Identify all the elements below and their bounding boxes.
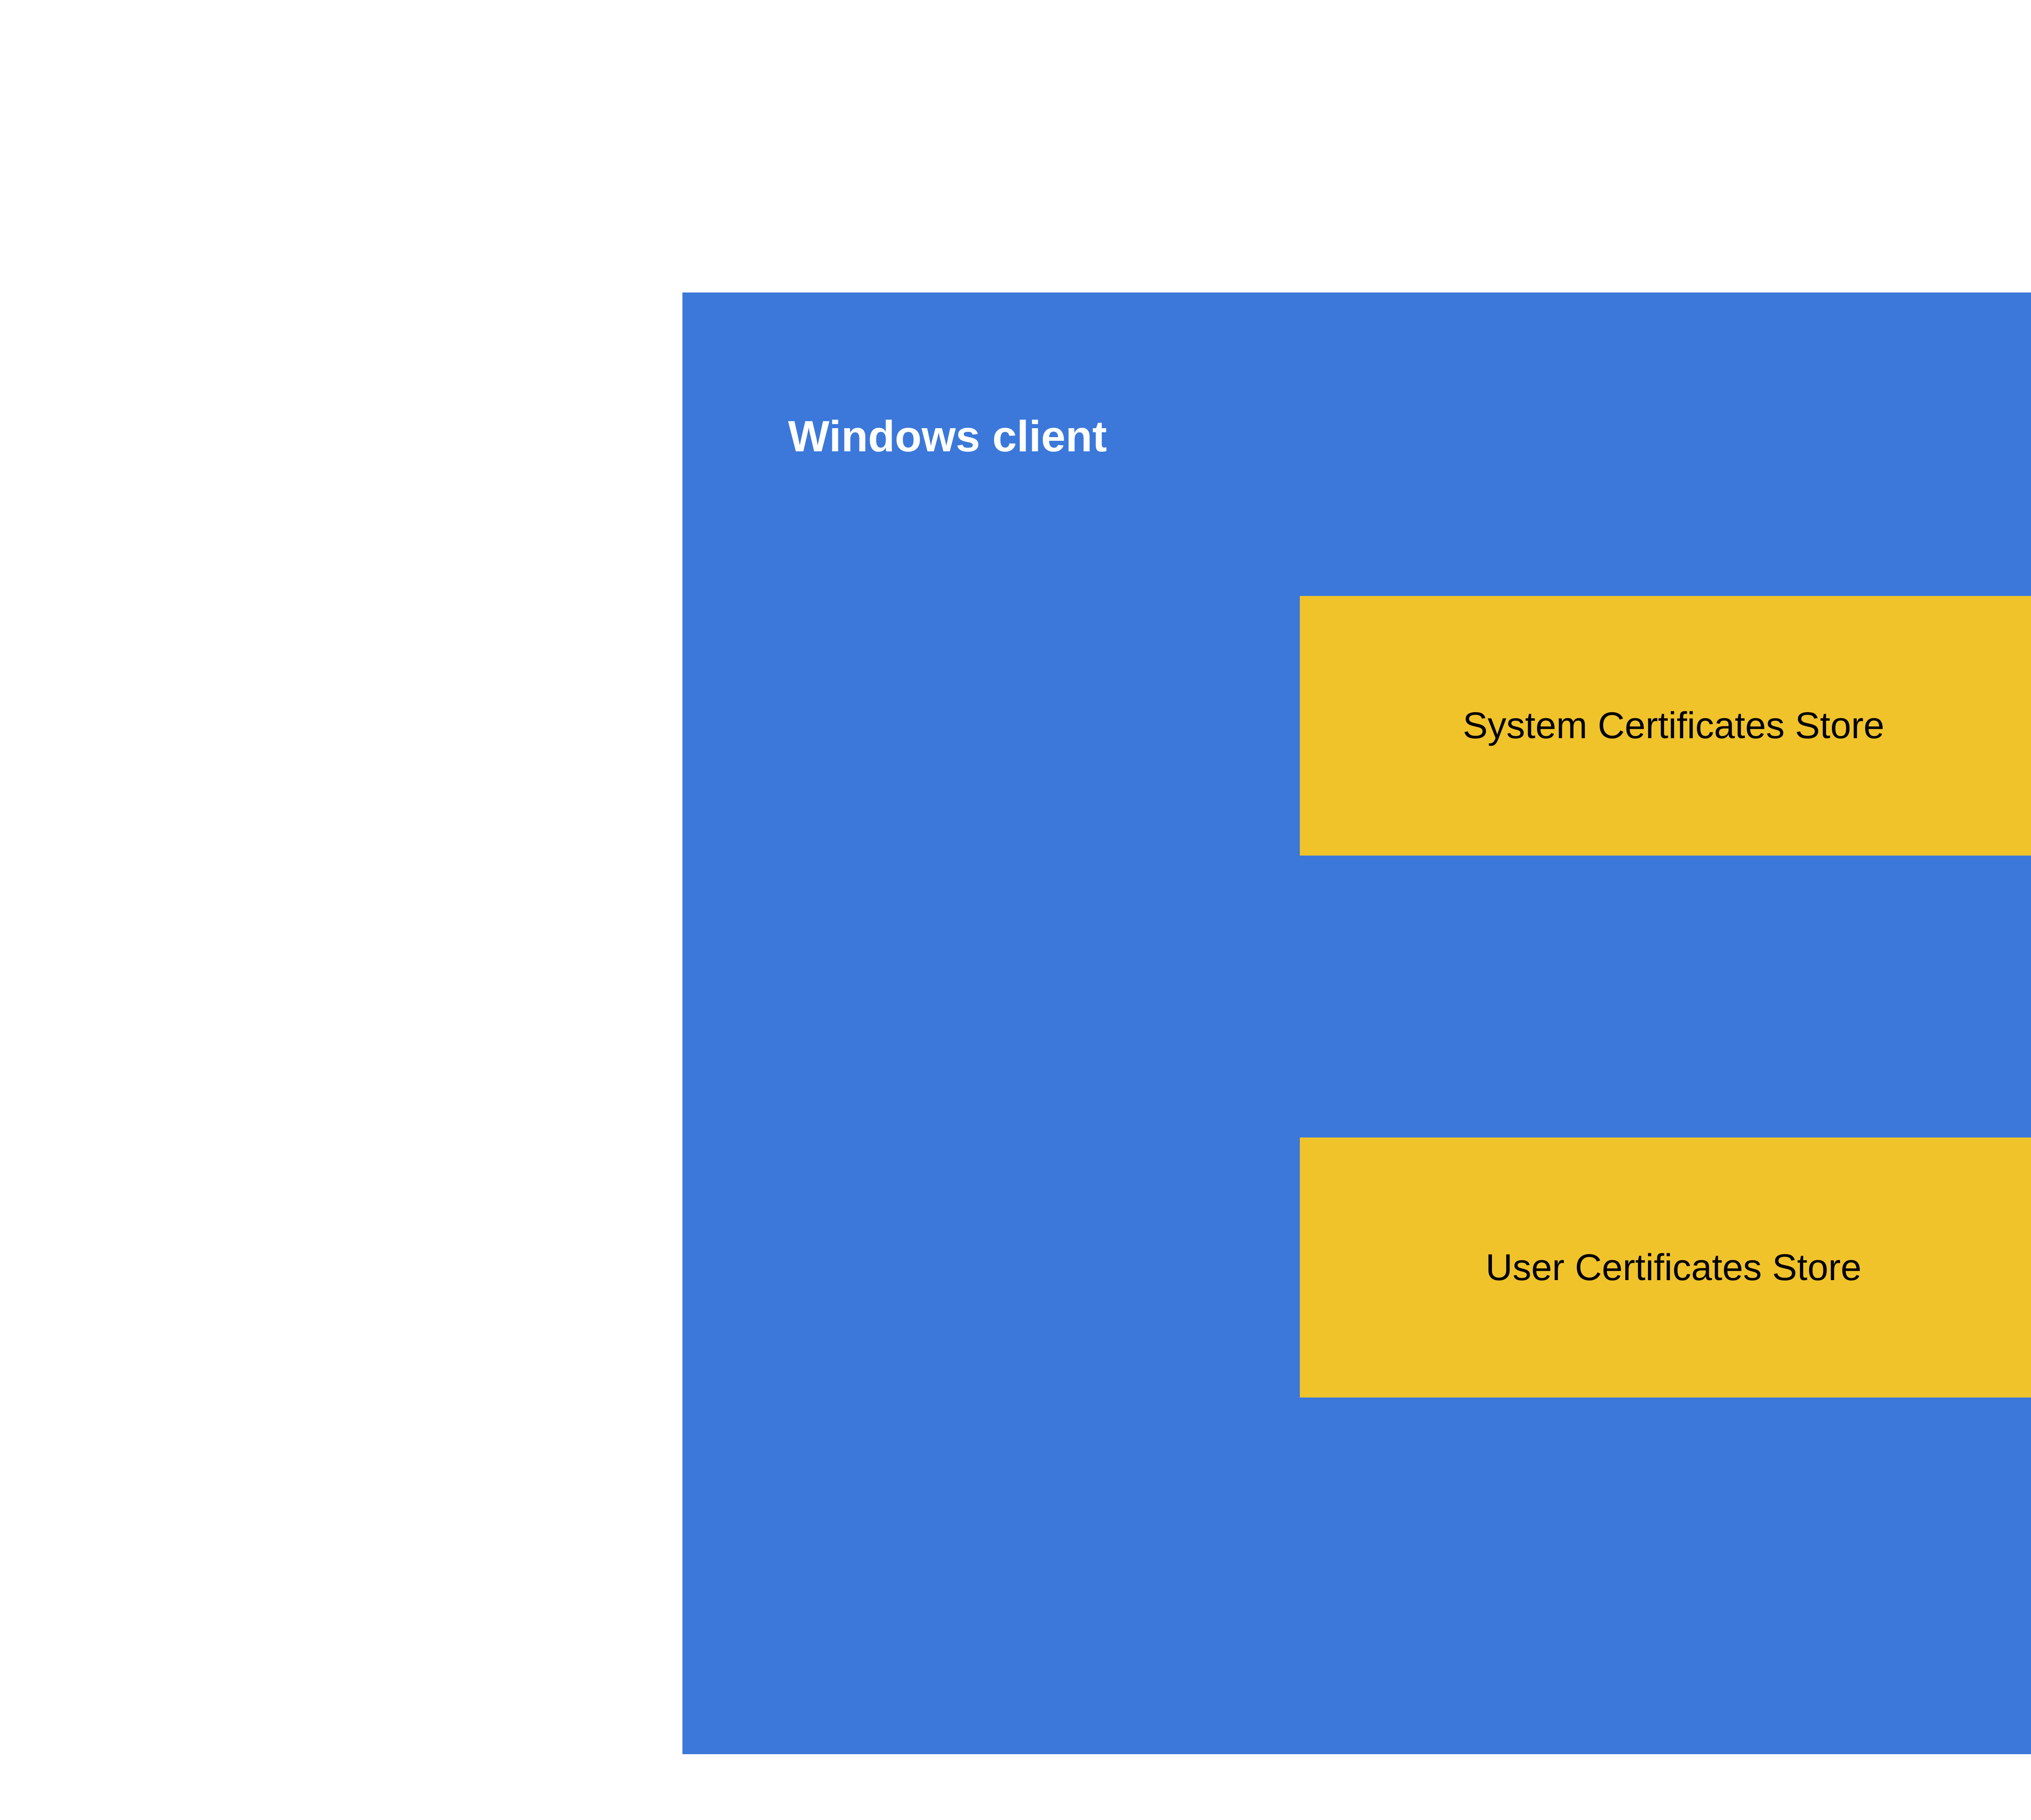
- node-system-certificates-store[interactable]: System Certificates Store: [1300, 596, 2031, 856]
- node-user-certificates-store[interactable]: User Certificates Store: [1300, 1138, 2031, 1398]
- windows-client-container: [682, 292, 2031, 1754]
- node-system-certificates-store-label: System Certificates Store: [1463, 705, 1884, 747]
- windows-client-title: Windows client: [788, 412, 1107, 461]
- node-user-certificates-store-label: User Certificates Store: [1485, 1246, 1862, 1288]
